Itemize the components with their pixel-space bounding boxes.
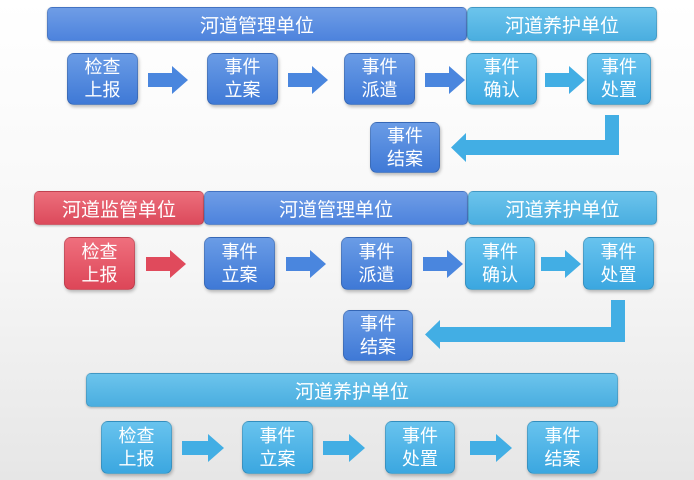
s1-step-file: 事件立案 (207, 53, 278, 105)
s3-step-inspect-report: 检查上报 (101, 421, 172, 474)
s3-arrow-3-icon (470, 434, 512, 462)
step-line: 处置 (402, 448, 438, 470)
step-line: 事件 (224, 57, 261, 78)
s2-step-dispatch: 事件派遣 (341, 237, 412, 290)
s3-step-handle: 事件处置 (385, 421, 455, 474)
s1-header-management: 河道管理单位 (47, 7, 467, 41)
s2-header-maintenance: 河道养护单位 (468, 191, 657, 225)
s3-arrow-2-icon (323, 434, 365, 462)
step-line: 检查 (84, 57, 121, 78)
step-line: 结案 (360, 336, 396, 358)
step-line: 事件 (360, 313, 396, 335)
step-line: 事件 (483, 57, 520, 78)
step-line: 事件 (361, 57, 398, 78)
s1-arrow-4-icon (545, 66, 585, 94)
step-line: 事件 (402, 425, 438, 447)
step-line: 立案 (259, 448, 296, 470)
s2-arrow-2-icon (286, 250, 326, 278)
step-line: 事件 (600, 241, 637, 263)
step-line: 检查 (81, 241, 118, 263)
step-line: 处置 (601, 80, 637, 101)
s2-arrow-4-icon (541, 250, 581, 278)
step-line: 检查 (118, 425, 155, 447)
s2-step-close: 事件结案 (343, 310, 413, 361)
s2-header-supervision: 河道监管单位 (34, 191, 204, 225)
step-line: 派遣 (361, 80, 398, 101)
step-line: 派遣 (358, 264, 395, 286)
s1-step-confirm: 事件确认 (466, 53, 537, 105)
step-line: 事件 (387, 125, 423, 147)
s1-step-inspect-report: 检查上报 (67, 53, 138, 105)
s1-arrow-3-icon (425, 66, 465, 94)
s3-arrow-1-icon (182, 434, 224, 462)
s2-step-inspect-report: 检查上报 (64, 237, 135, 290)
step-line: 事件 (482, 241, 518, 263)
step-line: 确认 (482, 264, 518, 286)
step-line: 上报 (118, 448, 155, 470)
s1-arrow-1-icon (148, 66, 188, 94)
step-line: 立案 (221, 264, 258, 286)
step-line: 确认 (483, 80, 520, 101)
s2-step-confirm: 事件确认 (465, 237, 535, 290)
s3-header-maintenance: 河道养护单位 (86, 373, 618, 407)
step-line: 处置 (600, 264, 637, 286)
step-line: 结案 (387, 148, 423, 170)
s2-arrow-3-icon (423, 250, 463, 278)
step-line: 结案 (544, 448, 581, 470)
step-line: 立案 (224, 80, 261, 101)
step-line: 事件 (601, 57, 637, 78)
s1-step-handle: 事件处置 (587, 53, 651, 105)
s1-step-close: 事件结案 (370, 122, 440, 173)
s1-arrow-2-icon (288, 66, 328, 94)
step-line: 上报 (84, 80, 121, 101)
step-line: 事件 (259, 425, 296, 447)
s2-step-handle: 事件处置 (583, 237, 654, 290)
step-line: 事件 (358, 241, 395, 263)
step-line: 上报 (81, 264, 118, 286)
s2-arrow-1-icon (146, 250, 186, 278)
s3-step-file: 事件立案 (242, 421, 313, 474)
step-line: 事件 (221, 241, 258, 263)
s1-header-maintenance: 河道养护单位 (467, 7, 657, 41)
s2-header-management: 河道管理单位 (204, 191, 468, 225)
s2-step-file: 事件立案 (204, 237, 275, 290)
s1-step-dispatch: 事件派遣 (344, 53, 415, 105)
step-line: 事件 (544, 425, 581, 447)
s3-step-close: 事件结案 (527, 421, 598, 474)
